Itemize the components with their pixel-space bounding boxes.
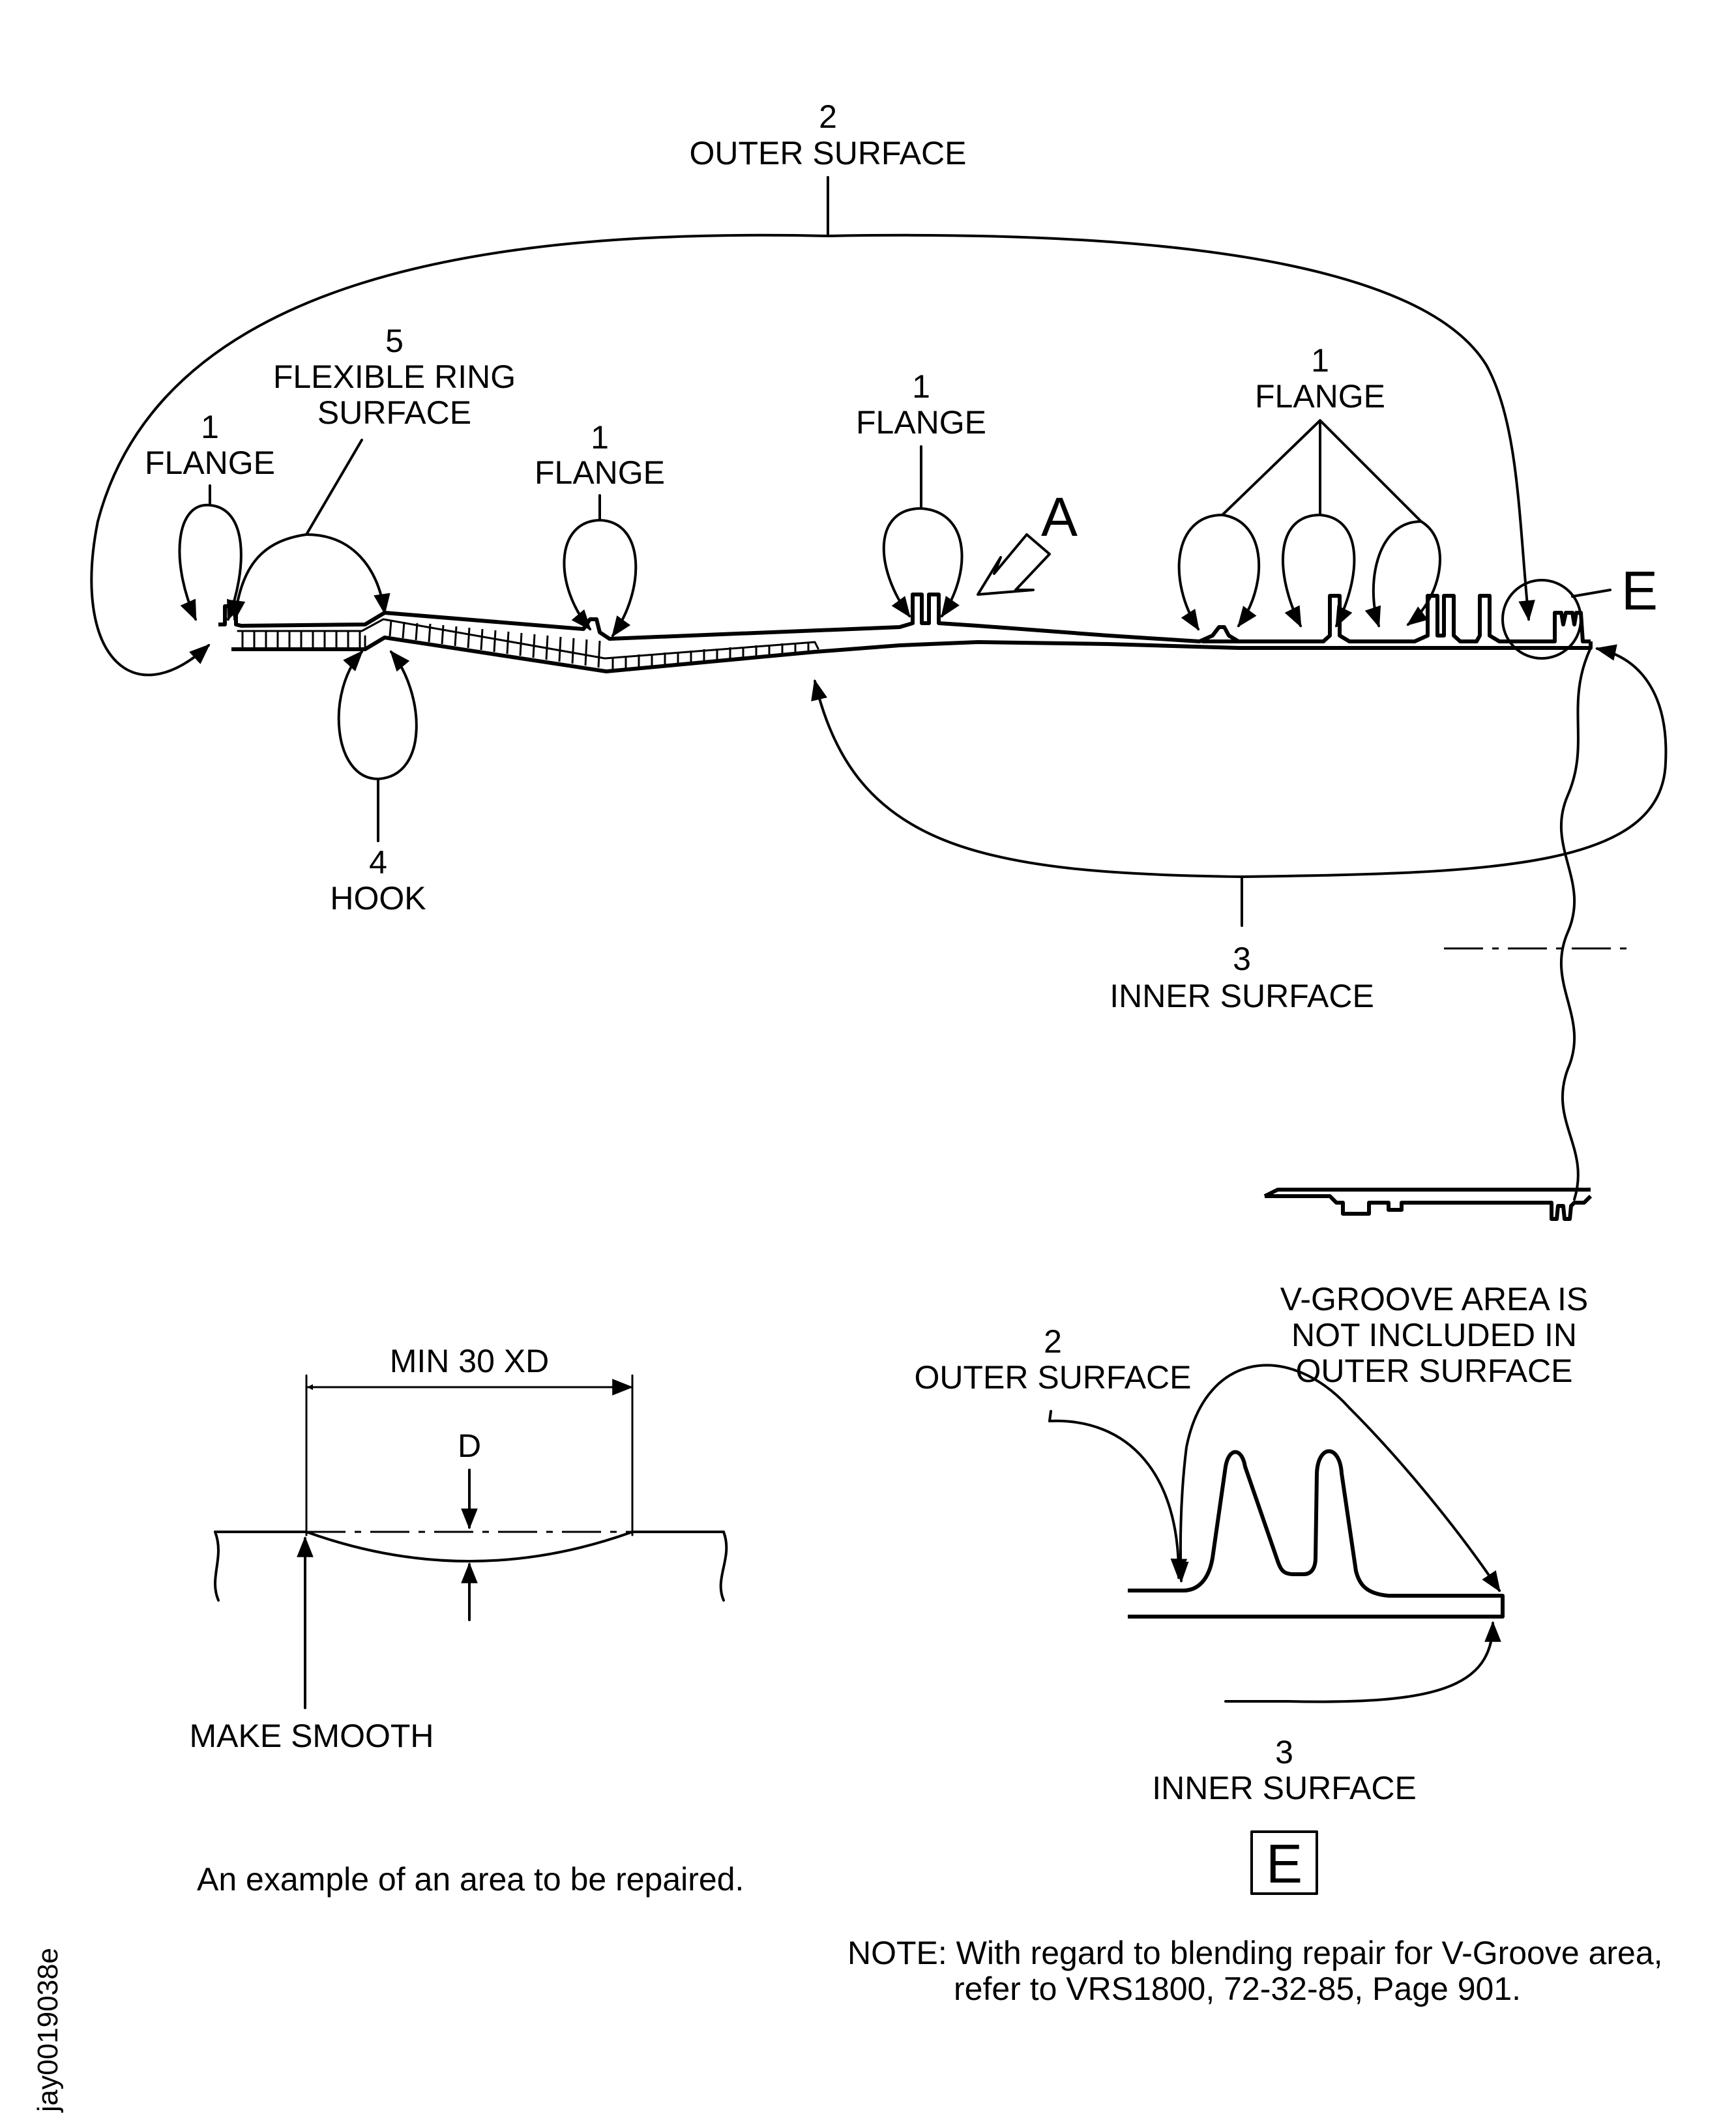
outer-surface-loop <box>90 233 829 677</box>
view-a-label: A <box>1041 486 1078 548</box>
inner-surface-loop-2 <box>1241 644 1668 878</box>
outer-surface-label: OUTER SURFACE <box>689 135 966 171</box>
flex-ring-loop-2 <box>305 533 390 615</box>
flange-right-loop-b2 <box>1319 514 1356 628</box>
inner-surface-loop <box>811 679 1243 878</box>
flex-ring-loop <box>228 533 308 622</box>
flange-mid-loop-2 <box>598 519 638 638</box>
make-smooth-label: MAKE SMOOTH <box>189 1718 434 1754</box>
repair-break-ends <box>214 1531 728 1602</box>
honeycomb-hatching <box>241 620 810 670</box>
flange-right-loop-a2 <box>1221 514 1261 628</box>
detail-inner-number: 3 <box>1275 1734 1293 1770</box>
outer-surface-number: 2 <box>819 98 837 135</box>
hook-number: 4 <box>369 844 387 881</box>
flange-left-loop <box>178 503 211 621</box>
flange-mid-loop <box>563 519 601 631</box>
flange-left-label: FLANGE <box>145 445 275 481</box>
detail-e-circle-label: E <box>1621 560 1658 621</box>
vgroove-note-3: OUTER SURFACE <box>1295 1353 1572 1389</box>
vgroove-profile <box>1128 1449 1505 1619</box>
repair-example-view: MIN 30 XD D MAKE SMOOTH An example of an… <box>189 1343 744 1898</box>
min-dimension-label: MIN 30 XD <box>390 1343 550 1379</box>
flange-left-loop-2 <box>209 504 243 621</box>
flange-mid-label: FLANGE <box>535 454 665 491</box>
hook-loop <box>337 650 379 780</box>
view-a-arrow <box>977 533 1051 596</box>
lower-part-segment <box>1263 1188 1593 1221</box>
detail-e-circle <box>1501 579 1582 660</box>
detail-tag-label: E <box>1266 1833 1302 1894</box>
flange-right-leaders <box>1221 419 1422 523</box>
detail-outer-tick <box>1048 1410 1052 1422</box>
flange-right-loop-c2 <box>1364 520 1422 628</box>
detail-e-leader <box>1571 589 1611 598</box>
detail-outer-leader <box>1048 1419 1188 1580</box>
hook-loop-2 <box>377 650 418 780</box>
flex-ring-label-2: SURFACE <box>317 394 471 431</box>
dimension-extension-lines <box>305 1374 634 1536</box>
flange-right-loop-b <box>1281 514 1321 628</box>
figure-id: jay0019038e <box>32 1948 64 2113</box>
flange-right-number: 1 <box>1311 342 1329 379</box>
flange-left-number: 1 <box>201 409 219 445</box>
flange-center-label: FLANGE <box>856 404 986 441</box>
flange-center-number: 1 <box>912 368 930 405</box>
vgroove-leader-left <box>1171 1364 1351 1583</box>
flange-right-label: FLANGE <box>1255 378 1385 415</box>
flex-ring-number: 5 <box>385 323 404 359</box>
flange-right-loop-c <box>1406 520 1441 626</box>
detail-inner-leader <box>1286 1621 1501 1703</box>
repair-caption: An example of an area to be repaired. <box>197 1861 744 1898</box>
detail-e-view: 2 OUTER SURFACE V-GROOVE AREA IS NOT INC… <box>914 1281 1588 1895</box>
flange-center-loop-2 <box>920 507 964 618</box>
repair-depression <box>305 1531 634 1562</box>
note-line-2: refer to VRS1800, 72-32-85, Page 901. <box>954 1971 1521 2007</box>
detail-tag-box <box>1250 1830 1318 1895</box>
inner-surface-label: INNER SURFACE <box>1110 978 1374 1014</box>
flange-right-loop-a <box>1177 514 1224 631</box>
vgroove-leader-right <box>1348 1407 1501 1592</box>
main-section-view: 2 OUTER SURFACE E <box>90 98 1668 1221</box>
vgroove-note-1: V-GROOVE AREA IS <box>1280 1281 1588 1317</box>
flex-ring-leader <box>305 439 363 536</box>
depth-label: D <box>458 1428 481 1464</box>
break-line <box>1559 647 1592 1201</box>
note-line-1: NOTE: With regard to blending repair for… <box>847 1935 1663 1971</box>
detail-outer-number: 2 <box>1044 1323 1062 1360</box>
vgroove-note-2: NOT INCLUDED IN <box>1291 1317 1577 1353</box>
flex-ring-label-1: FLEXIBLE RING <box>273 359 516 395</box>
detail-outer-label: OUTER SURFACE <box>914 1359 1191 1396</box>
outer-surface-loop-right <box>827 233 1535 622</box>
detail-inner-label: INNER SURFACE <box>1152 1770 1417 1806</box>
ring-section-body <box>218 593 1593 673</box>
flange-mid-number: 1 <box>591 419 609 456</box>
hook-label: HOOK <box>330 880 426 917</box>
flange-center-loop <box>882 507 922 618</box>
inner-surface-number: 3 <box>1233 941 1251 977</box>
